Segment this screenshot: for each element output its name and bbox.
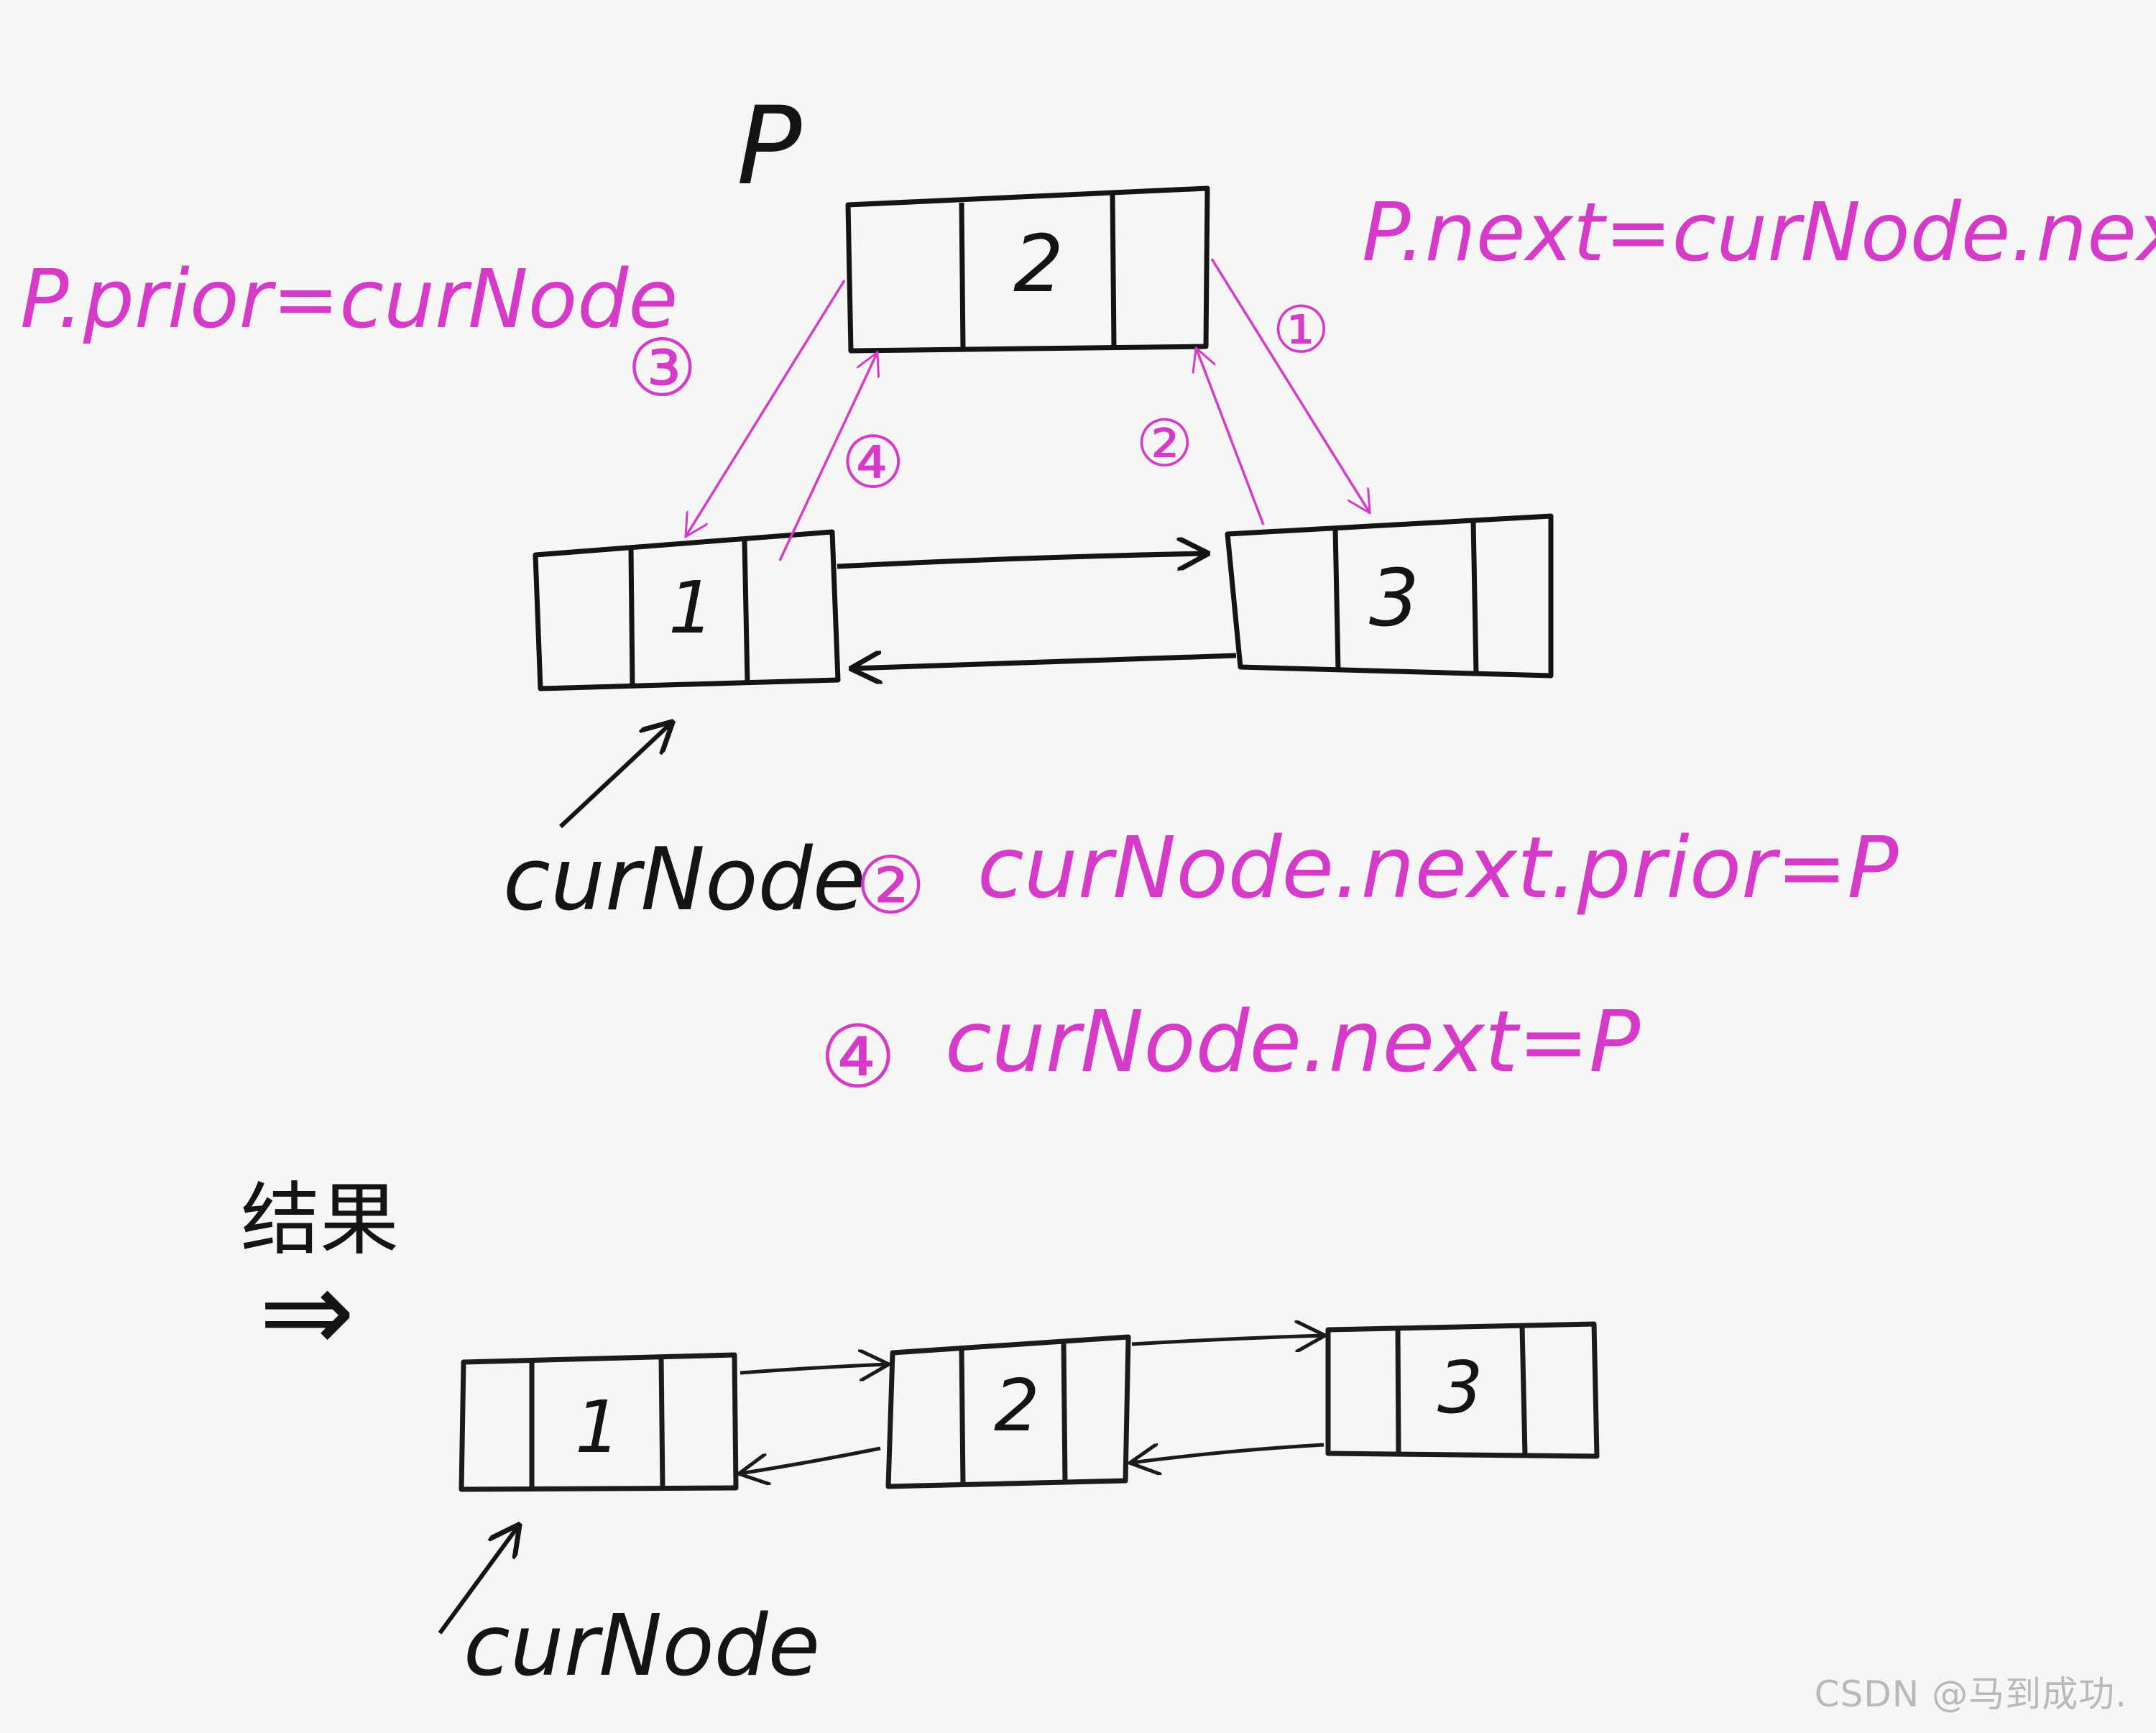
step1-marker: ①	[1272, 293, 1330, 368]
node3-prior-arrow	[852, 656, 1237, 668]
step4-arrow	[778, 354, 877, 561]
pointer-p-label: P	[737, 84, 802, 209]
result-2-to-1-arrow	[740, 1446, 881, 1474]
step3-statement: P.prior=curNode	[20, 253, 678, 346]
result-title: 结果	[241, 1174, 399, 1266]
csdn-watermark: CSDN @马到成功.	[1814, 1673, 2127, 1715]
step3-marker: ③	[627, 322, 698, 414]
result-implies-arrow: ⇒	[259, 1244, 355, 1379]
step2-arrow	[1197, 349, 1265, 525]
node1-next-arrow	[837, 553, 1207, 566]
result-node-1-value: 1	[575, 1385, 621, 1469]
result-node-2	[885, 1334, 1131, 1489]
result-3-to-2-arrow	[1131, 1443, 1325, 1463]
step2-marker-arrow: ②	[1135, 406, 1194, 482]
result-node-3	[1325, 1321, 1600, 1459]
node-3-value: 3	[1369, 552, 1419, 644]
step4-marker: ④	[819, 1008, 897, 1108]
result-node-3-value: 3	[1437, 1346, 1483, 1430]
step2-statement: curNode.next.prior=P	[977, 818, 1899, 917]
result-1-to-2-arrow	[740, 1364, 888, 1373]
step4-marker-arrow: ④	[841, 420, 906, 505]
step1-statement: P.next=curNode.next	[1362, 186, 2156, 280]
node-1	[533, 529, 841, 691]
result-node-2-value: 2	[994, 1364, 1040, 1448]
step3-arrow	[686, 280, 846, 535]
result-curnode-label: curNode	[464, 1596, 820, 1695]
result-curnode-pointer-arrow	[438, 1525, 519, 1635]
curnode-pointer-arrow	[558, 722, 672, 829]
node-1-value: 1	[668, 566, 714, 650]
result-node-1	[459, 1352, 739, 1492]
curnode-label: curNode	[503, 830, 866, 930]
node-3	[1225, 513, 1554, 679]
result-2-to-3-arrow	[1131, 1336, 1324, 1344]
step4-statement: curNode.next=P	[945, 992, 1640, 1091]
step1-arrow	[1210, 258, 1369, 512]
step2-marker: ②	[855, 840, 926, 932]
node-p-value: 2	[1013, 218, 1064, 310]
